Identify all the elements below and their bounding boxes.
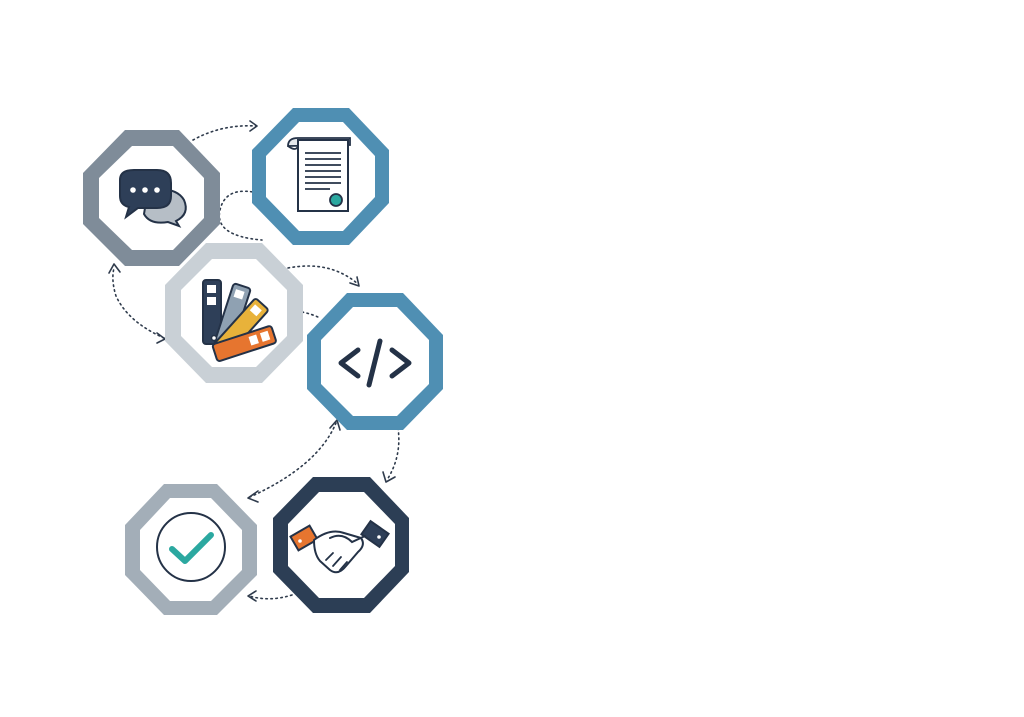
arrow-agreement-to-complete xyxy=(247,590,293,602)
stage-contract xyxy=(252,108,389,245)
arrow-discuss-to-contract xyxy=(192,120,258,141)
link-design-develop xyxy=(301,311,321,319)
color-swatch-icon xyxy=(202,279,277,362)
contract-document-icon xyxy=(287,137,351,212)
handshake-icon xyxy=(289,519,390,574)
stage-discuss xyxy=(83,130,220,266)
code-icon xyxy=(338,338,412,388)
speech-bubbles-icon xyxy=(119,169,187,228)
connectors xyxy=(108,120,400,602)
arrow-develop-to-agreement xyxy=(382,427,400,483)
stage-complete xyxy=(125,484,257,615)
stage-design xyxy=(165,243,303,383)
checkmark-icon xyxy=(156,512,226,582)
arrow-design-to-discuss xyxy=(108,263,166,344)
arrow-develop-to-complete xyxy=(247,419,341,503)
stage-agreement xyxy=(273,477,409,613)
arrow-design-to-develop xyxy=(287,265,360,287)
stage-develop xyxy=(307,293,443,430)
